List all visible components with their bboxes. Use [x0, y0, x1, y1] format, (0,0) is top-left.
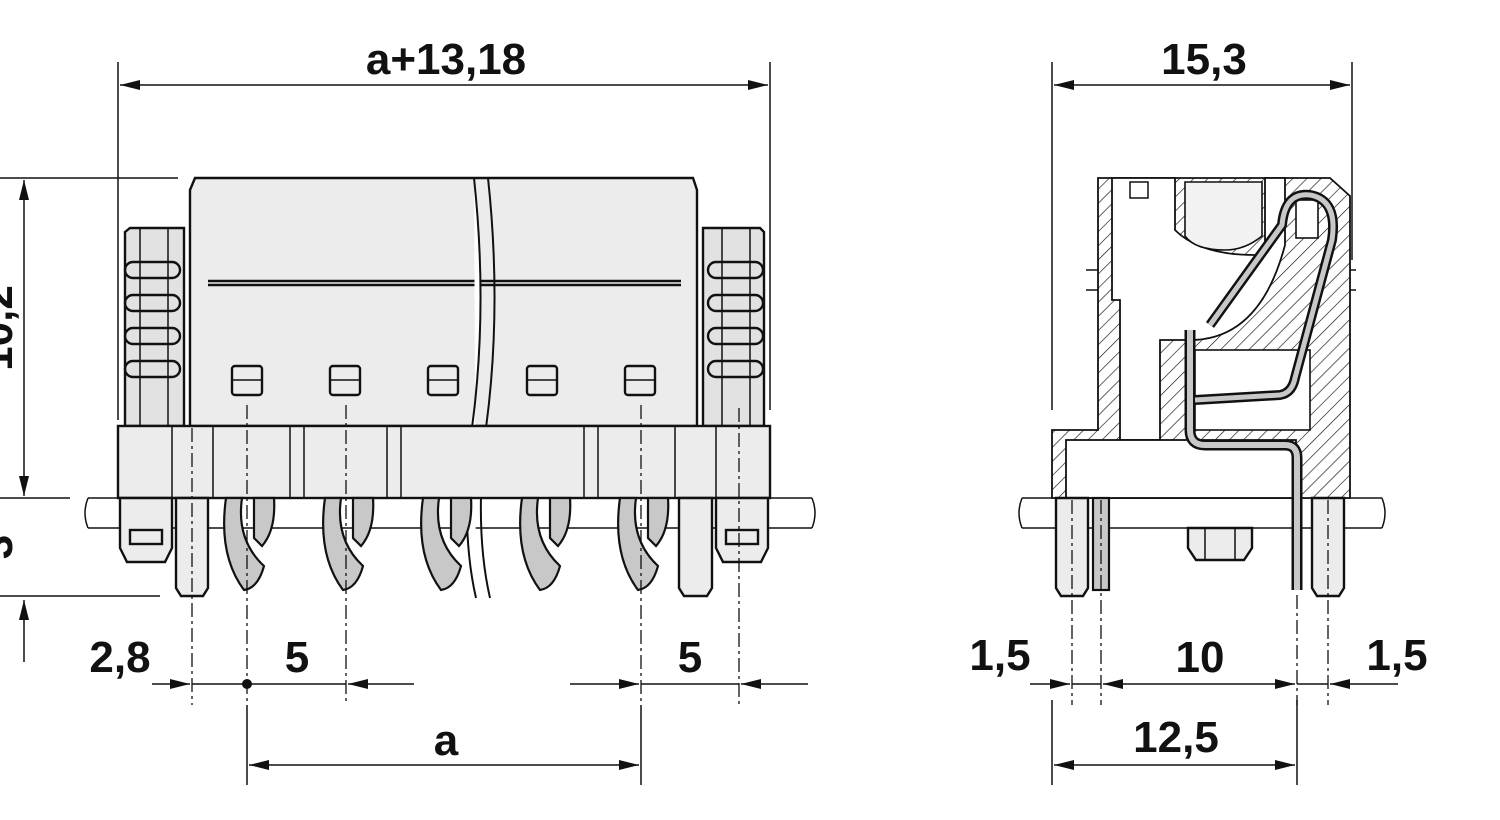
solder-contacts — [223, 496, 670, 592]
label-right-pin-offset: 1,5 — [1366, 631, 1427, 680]
center-lines — [191, 405, 740, 705]
label-pitch-right: 5 — [678, 633, 702, 682]
label-pin-spacing: 10 — [1176, 633, 1225, 682]
label-pitch-left: 5 — [285, 633, 309, 682]
flange-left — [123, 226, 186, 428]
label-height-lower: 3 — [0, 535, 22, 559]
mounting-clip-right — [714, 496, 770, 564]
side-center-lines — [1071, 500, 1329, 705]
flange-right — [701, 226, 766, 428]
dimension-height: 10,2 3 — [0, 177, 178, 662]
label-left-offset: 2,8 — [89, 633, 150, 682]
mounting-clip-left — [118, 496, 174, 564]
side-view: 15,3 1,5 10 1,5 12,5 — [969, 35, 1428, 785]
dimension-overall-width: a+13,18 — [117, 35, 771, 420]
spring-contact — [1184, 189, 1338, 590]
label-height-upper: 10,2 — [0, 285, 22, 371]
label-left-pin-offset: 1,5 — [969, 631, 1030, 680]
housing-upper — [188, 176, 699, 599]
housing-base — [116, 424, 772, 500]
label-span: a — [434, 716, 459, 765]
dimension-pin-spacing: 1,5 10 1,5 — [969, 631, 1428, 689]
dimension-span: a — [246, 705, 642, 785]
terminal-windows — [230, 364, 657, 397]
label-overall-width: a+13,18 — [366, 35, 526, 84]
front-view: a+13,18 10,2 3 2,8 5 5 — [0, 35, 816, 785]
dimension-pitch: 2,8 5 5 — [89, 633, 808, 689]
housing-section — [1051, 177, 1356, 499]
dimension-pin-span: 12,5 — [1051, 700, 1298, 785]
dimension-overall-depth: 15,3 — [1051, 35, 1353, 410]
label-overall-depth: 15,3 — [1161, 35, 1247, 84]
label-pin-span: 12,5 — [1133, 713, 1219, 762]
